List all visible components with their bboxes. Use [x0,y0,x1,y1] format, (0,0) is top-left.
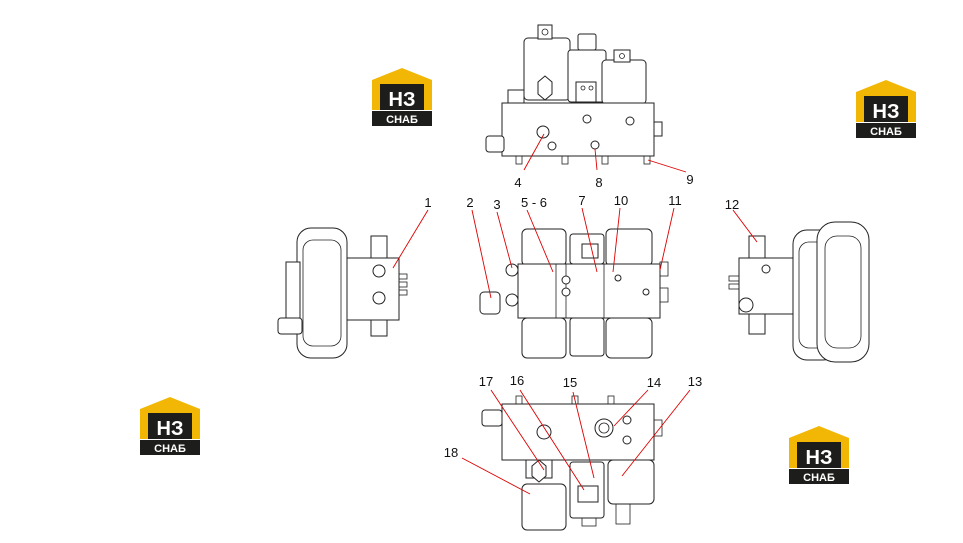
callout-number-12: 12 [725,197,739,212]
brand-logo-bottom-left: НЗ СНАБ [140,397,200,455]
logo-mark-text: НЗ [873,101,900,123]
callout-number-5-6: 5 - 6 [521,195,547,210]
logo-caption-text: СНАБ [870,126,902,138]
valve-block-bottom-view [481,395,663,531]
callout-number-4: 4 [514,175,521,190]
brand-logo-bottom-right: НЗ СНАБ [789,426,849,484]
logo-caption-text: СНАБ [386,114,418,126]
leader-lines [392,133,758,495]
callout-number-10: 10 [614,193,628,208]
callout-number-2: 2 [466,195,473,210]
logo-mark-text: НЗ [157,418,184,440]
callout-number-17: 17 [479,374,493,389]
callout-number-1: 1 [424,195,431,210]
callout-number-18: 18 [444,445,458,460]
callout-number-15: 15 [563,375,577,390]
valve-block-right-side-view [728,221,870,363]
callout-number-8: 8 [595,175,602,190]
logo-mark-text: НЗ [806,447,833,469]
callout-number-7: 7 [578,193,585,208]
callout-number-11: 11 [668,193,682,208]
valve-block-front-view [479,228,669,359]
callout-number-9: 9 [686,172,693,187]
valve-block-top-view [485,24,663,165]
logo-caption-text: СНАБ [803,472,835,484]
logo-mark-text: НЗ [389,89,416,111]
brand-logo-top-right: НЗ СНАБ [856,80,916,138]
callout-number-3: 3 [493,197,500,212]
callout-number-13: 13 [688,374,702,389]
callout-number-16: 16 [510,373,524,388]
brand-logo-top-left: НЗ СНАБ [372,68,432,126]
callout-number-14: 14 [647,375,661,390]
valve-block-left-side-view [277,227,408,359]
logo-caption-text: СНАБ [154,443,186,455]
